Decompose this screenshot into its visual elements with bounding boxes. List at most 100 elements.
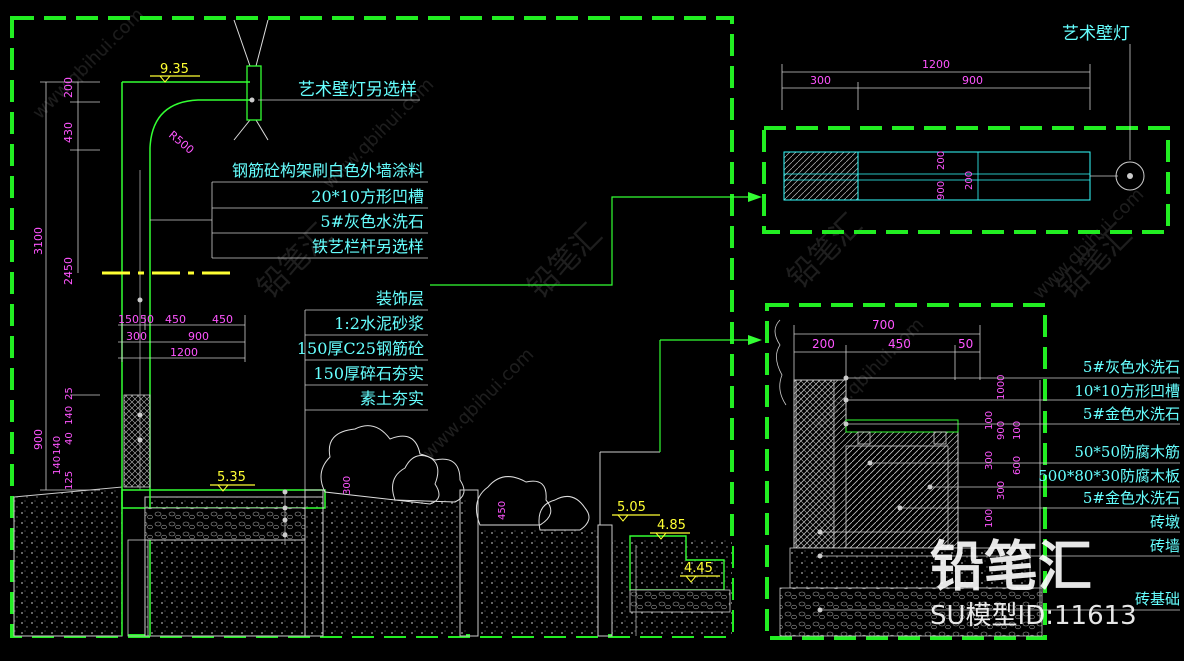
wall-lamp-note: 艺术壁灯另选样 bbox=[298, 80, 417, 100]
vdim: 25 bbox=[64, 387, 75, 400]
ground-left bbox=[13, 486, 123, 637]
structure-note: 钢筋砼构架刷白色外墙涂料 bbox=[232, 161, 424, 180]
bench-note: 砖墩 bbox=[1150, 513, 1180, 531]
model-id: SU模型ID:11613 bbox=[930, 601, 1137, 631]
watermark-site-1: www.qbihui.com bbox=[29, 4, 149, 124]
terrace-gravel bbox=[144, 507, 306, 541]
lamp-dim-total: 1200 bbox=[922, 58, 950, 71]
bench-wood-joist bbox=[933, 431, 947, 445]
bench-brick-core bbox=[845, 445, 949, 549]
lamp-dims bbox=[781, 64, 1091, 110]
elevation-label: 4.85 bbox=[657, 518, 686, 533]
lamp-base-hatch bbox=[783, 151, 859, 201]
horizontal-dims bbox=[118, 315, 246, 362]
elevation-4-45: 4.45 bbox=[680, 561, 720, 583]
planter-wall-2 bbox=[459, 489, 479, 637]
hdim: 50 bbox=[140, 313, 154, 326]
vdim: 40 bbox=[64, 432, 75, 445]
bench-detail: 700 200 450 50 1000 900 100 300 100 600 … bbox=[774, 318, 1180, 637]
leader-dot bbox=[282, 505, 288, 511]
planter-dim: 300 bbox=[342, 476, 353, 495]
bench-leader-arrow bbox=[748, 335, 762, 345]
lamp-dim-left: 300 bbox=[810, 74, 831, 87]
vdim: 3100 bbox=[32, 227, 45, 255]
bench-wood-joist bbox=[857, 431, 871, 445]
lamp-globe-center bbox=[1127, 173, 1133, 179]
bench-foundation bbox=[789, 547, 1031, 589]
elevation-5-35: 5.35 bbox=[210, 470, 255, 492]
watermark-site-3: www.qbihui.com bbox=[419, 344, 539, 464]
hdim: 300 bbox=[126, 330, 147, 343]
elevation-9-35: 9.35 bbox=[150, 62, 200, 83]
structure-note: 20*10方形凹槽 bbox=[311, 187, 424, 206]
paving-note: 150厚碎石夯实 bbox=[313, 364, 424, 383]
hdim: 450 bbox=[212, 313, 233, 326]
planter-wall-3 bbox=[597, 524, 613, 637]
watermark-background: www.qbihui.com www.qbihui.com www.qbihui… bbox=[29, 4, 1149, 464]
wall-lamp-rays bbox=[233, 19, 269, 141]
wall-lamp-body bbox=[246, 65, 262, 121]
brand-watermark: 铅笔汇 SU模型ID:11613 bbox=[930, 535, 1137, 631]
leader-dot bbox=[282, 489, 288, 495]
structure-notes-table bbox=[150, 181, 428, 259]
bench-vdim: 300 bbox=[984, 451, 995, 470]
lamp-detail-leader bbox=[430, 196, 758, 286]
vdim: 140 bbox=[52, 456, 63, 475]
watermark-brand-3: 铅笔汇 bbox=[781, 207, 869, 295]
bench-vdim: 100 bbox=[984, 411, 995, 430]
watermark-brand-2: 铅笔汇 bbox=[521, 217, 609, 305]
bench-note: 5#金色水洗石 bbox=[1083, 489, 1180, 507]
bench-note: 5#灰色水洗石 bbox=[1083, 358, 1180, 376]
leader-dot bbox=[282, 517, 288, 523]
bench-wood-board bbox=[845, 419, 959, 433]
bench-note: 砖基础 bbox=[1135, 590, 1180, 608]
lamp-vdim: 200 bbox=[936, 151, 947, 170]
elevation-label: 9.35 bbox=[160, 62, 189, 77]
bench-note: 5#金色水洗石 bbox=[1083, 405, 1180, 423]
arch-curve bbox=[149, 99, 250, 149]
bench-dim-sub: 50 bbox=[958, 337, 973, 351]
bench-dim-sub: 450 bbox=[888, 337, 911, 351]
lamp-detail: 艺术壁灯 1200 300 900 900 200 200 bbox=[781, 24, 1145, 201]
lamp-dim-right: 900 bbox=[962, 74, 983, 87]
bench-vdim: 100 bbox=[1012, 421, 1023, 440]
bench-note-leaders bbox=[820, 377, 1180, 611]
lamp-detail-frame bbox=[762, 126, 1170, 234]
elevation-4-85: 4.85 bbox=[650, 518, 690, 540]
elevation-label: 5.35 bbox=[217, 470, 246, 485]
bench-vdim: 600 bbox=[1012, 456, 1023, 475]
lamp-vdim: 900 bbox=[936, 181, 947, 200]
elevation-label: 4.45 bbox=[684, 561, 713, 576]
steps-gravel bbox=[629, 589, 731, 613]
vdim: 140 bbox=[64, 406, 75, 425]
bench-dim-sub: 200 bbox=[812, 337, 835, 351]
ground-planter-2 bbox=[478, 530, 598, 636]
structure-note: 铁艺栏杆另选样 bbox=[312, 237, 424, 256]
paving-note: 素土夯实 bbox=[360, 389, 424, 408]
vdim: 430 bbox=[62, 122, 75, 143]
lamp-detail-title: 艺术壁灯 bbox=[1062, 24, 1130, 44]
vdim: 900 bbox=[32, 429, 45, 450]
bench-dims bbox=[793, 325, 981, 380]
main-section: R500 bbox=[13, 19, 762, 637]
vdim: 2450 bbox=[62, 257, 75, 285]
structure-note: 5#灰色水洗石 bbox=[320, 212, 424, 231]
hdim: 900 bbox=[188, 330, 209, 343]
elevation-5-05: 5.05 bbox=[612, 500, 660, 522]
paving-notes-table bbox=[304, 309, 428, 490]
shrubs bbox=[320, 425, 590, 531]
radius-label: R500 bbox=[166, 128, 196, 156]
planter-dim: 450 bbox=[497, 501, 508, 520]
bench-vdim: 900 bbox=[996, 421, 1007, 440]
bench-earth-edge bbox=[774, 319, 787, 406]
brand-name: 铅笔汇 bbox=[930, 535, 1092, 598]
retaining-wall-1 bbox=[304, 489, 324, 637]
hdim: 150 bbox=[118, 313, 139, 326]
leader-dot bbox=[137, 437, 143, 443]
vdim: 125 bbox=[64, 471, 75, 490]
bench-dim-top: 700 bbox=[872, 318, 895, 332]
bench-brick-footing bbox=[779, 587, 1043, 637]
bench-vdim: 1000 bbox=[996, 375, 1007, 400]
elevation-label: 5.05 bbox=[617, 500, 646, 515]
